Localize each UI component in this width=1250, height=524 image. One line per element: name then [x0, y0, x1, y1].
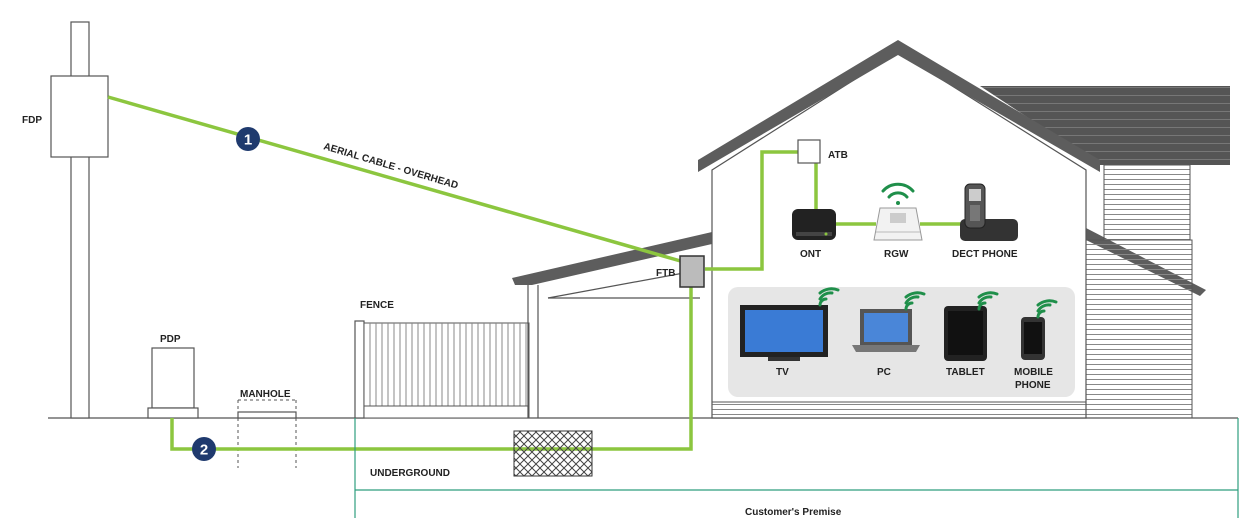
dect-phone-icon: [960, 183, 1018, 241]
marker-2-number: 2: [200, 442, 208, 459]
manhole: [237, 399, 297, 468]
router-icon: [873, 207, 923, 241]
fence-label: FENCE: [360, 300, 394, 311]
atb-box: [797, 139, 821, 164]
pdp-box: [147, 347, 199, 419]
mobile-phone-icon: [1021, 317, 1045, 360]
wifi-icon: [881, 182, 915, 205]
side-shed: [1085, 228, 1206, 419]
wifi-icon: [818, 287, 840, 307]
ftb-box: [679, 255, 705, 288]
aerial-cable-label: AERIAL CABLE - OVERHEAD: [322, 141, 459, 191]
marker-1: 1: [236, 127, 260, 151]
back-roof: [980, 86, 1230, 241]
dect-phone-label: DECT PHONE: [952, 249, 1018, 260]
fence: [354, 320, 530, 419]
tv-label: TV: [776, 367, 789, 378]
mobile-label-line2: PHONE: [1015, 380, 1051, 391]
tablet-icon: [944, 306, 987, 361]
pdp-label: PDP: [160, 334, 181, 345]
ont-label: ONT: [800, 249, 821, 260]
wifi-icon: [1036, 299, 1058, 319]
tablet-label: TABLET: [946, 367, 985, 378]
carport: [512, 232, 712, 418]
premise-bracket: [354, 418, 1239, 518]
fibre-cables: [107, 95, 962, 451]
laptop-icon: [852, 309, 920, 352]
customers-premise-label: Customer's Premise: [745, 507, 842, 518]
fdp-box: [50, 75, 109, 158]
wifi-icon: [904, 291, 926, 311]
marker-2: 2: [192, 437, 216, 461]
tv-icon: [740, 305, 828, 361]
wifi-icon: [977, 291, 999, 311]
atb-label: ATB: [828, 150, 848, 161]
pc-label: PC: [877, 367, 891, 378]
underground-pit: [513, 430, 593, 477]
mobile-label-line1: MOBILE: [1014, 367, 1053, 378]
fdp-label: FDP: [22, 115, 42, 126]
marker-1-number: 1: [244, 132, 252, 149]
underground-label: UNDERGROUND: [370, 468, 450, 479]
ont-icon: [792, 209, 836, 240]
ftb-label: FTB: [656, 268, 675, 279]
rgw-label: RGW: [884, 249, 909, 260]
manhole-label: MANHOLE: [240, 389, 291, 400]
